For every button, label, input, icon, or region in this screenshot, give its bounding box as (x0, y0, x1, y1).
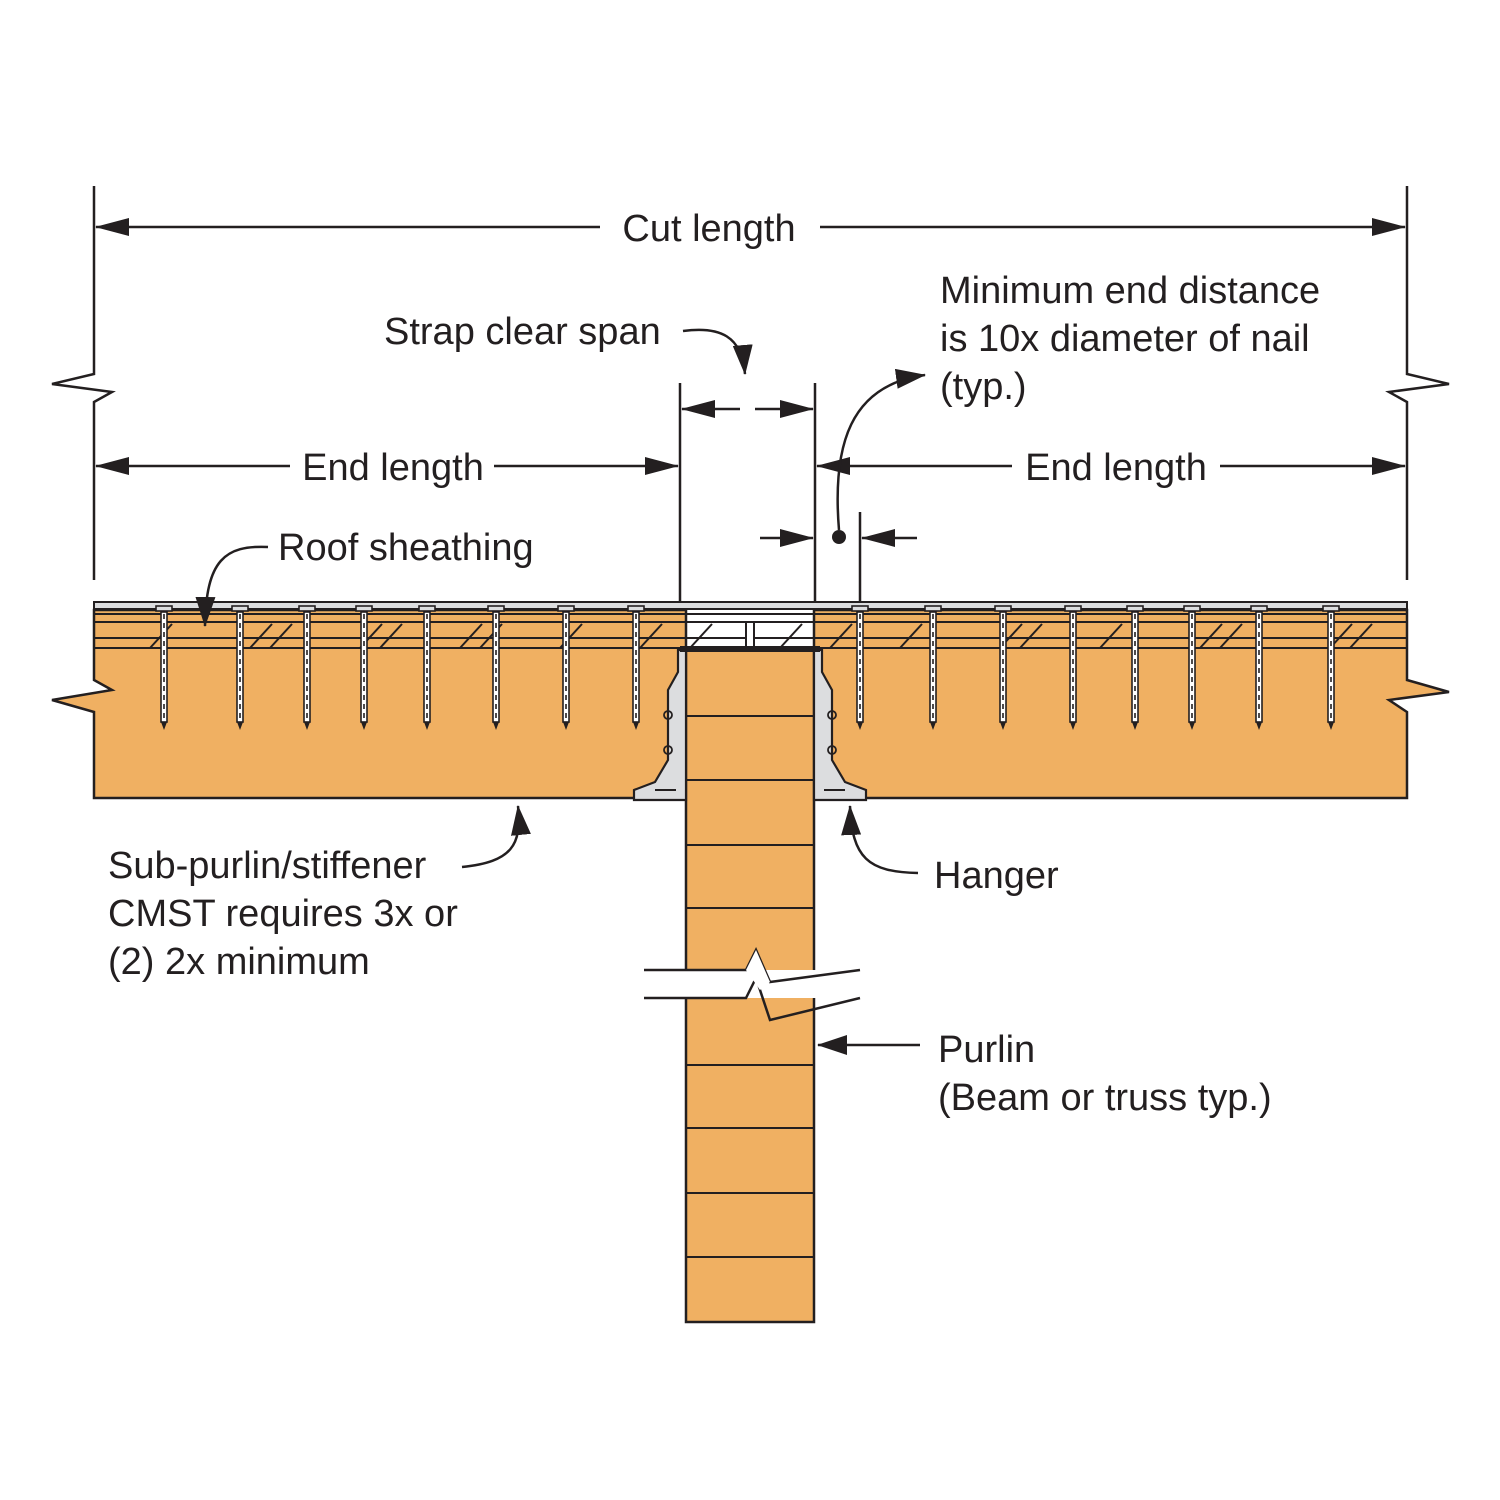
roof-sheathing-callout: Roof sheathing (195, 527, 534, 627)
nail-head (1250, 605, 1268, 612)
cut-length-dimension: Cut length (95, 208, 1406, 250)
nail-head (487, 605, 505, 612)
strap-clear-span-dimension: Strap clear span (384, 311, 814, 418)
hanger-label: Hanger (934, 855, 1059, 897)
strap-nails (155, 605, 1340, 730)
hatch-mark (779, 623, 803, 649)
hatch-mark (269, 623, 293, 649)
end-length-left-label: End length (302, 447, 484, 489)
min-end-distance-line-2: is 10x diameter of nail (940, 318, 1310, 360)
nail (487, 605, 505, 730)
nail-tip (161, 722, 167, 730)
nail-head (924, 605, 942, 612)
nail-tip (304, 722, 310, 730)
nail-head (627, 605, 645, 612)
nail-tip (493, 722, 499, 730)
nail-head (298, 605, 316, 612)
hatch-mark (1219, 623, 1243, 649)
nail-tip (1189, 722, 1195, 730)
nail-head (1322, 605, 1340, 612)
nail-tip (1000, 722, 1006, 730)
cmst-strap (93, 601, 1408, 610)
nail (1250, 605, 1268, 730)
nail-head (355, 605, 373, 612)
sub-purlin-label: Sub-purlin/stiffener CMST requires 3x or… (108, 845, 468, 983)
nail-tip (1132, 722, 1138, 730)
end-length-right-dimension: End length (816, 447, 1406, 489)
hatch-mark (249, 623, 273, 649)
sub-purlin-line-2: CMST requires 3x or (108, 893, 458, 935)
nail (231, 605, 249, 730)
sub-purlin-line-3: (2) 2x minimum (108, 941, 370, 983)
end-length-right-label: End length (1025, 447, 1207, 489)
nail-head (851, 605, 869, 612)
min-end-distance-label: Minimum end distance is 10x diameter of … (940, 270, 1331, 408)
nail-tip (424, 722, 430, 730)
purlin-line-1: Purlin (938, 1029, 1035, 1071)
nail (155, 605, 173, 730)
sub-purlin-callout: Sub-purlin/stiffener CMST requires 3x or… (108, 805, 531, 983)
cut-length-label: Cut length (622, 208, 795, 250)
nail (298, 605, 316, 730)
hatch-mark (379, 623, 403, 649)
nail (355, 605, 373, 730)
nail-tip (237, 722, 243, 730)
nail-head (994, 605, 1012, 612)
purlin-line-2: (Beam or truss typ.) (938, 1077, 1272, 1119)
nail (1322, 605, 1340, 730)
purlin-callout: Purlin (Beam or truss typ.) (817, 1029, 1272, 1119)
hatch-mark (459, 623, 483, 649)
extent-lines (51, 186, 1450, 602)
nail-tip (857, 722, 863, 730)
nail-tip (1256, 722, 1262, 730)
nail-tip (1328, 722, 1334, 730)
hatch-mark (639, 623, 663, 649)
nail (924, 605, 942, 730)
nail (627, 605, 645, 730)
nail-head (1183, 605, 1201, 612)
hatch-mark (1349, 623, 1373, 649)
nail-tip (361, 722, 367, 730)
nail (418, 605, 436, 730)
hanger-callout: Hanger (841, 805, 1059, 897)
nail-head (231, 605, 249, 612)
roof-sheathing-label: Roof sheathing (278, 527, 534, 569)
nail-tip (930, 722, 936, 730)
min-end-distance-line-3: (typ.) (940, 366, 1027, 408)
nail (1064, 605, 1082, 730)
nail (994, 605, 1012, 730)
nail (557, 605, 575, 730)
nail-head (155, 605, 173, 612)
strap-clear-span-label: Strap clear span (384, 311, 661, 353)
nail (851, 605, 869, 730)
hatch-mark (829, 623, 853, 649)
nail-tip (1070, 722, 1076, 730)
sub-purlin-line-1: Sub-purlin/stiffener (108, 845, 427, 887)
hanger-right (812, 648, 868, 802)
purlin-lamination-lines (686, 715, 814, 1258)
min-end-distance-line-1: Minimum end distance (940, 270, 1320, 312)
hatch-mark (1199, 623, 1223, 649)
nail-head (557, 605, 575, 612)
purlin-label: Purlin (Beam or truss typ.) (938, 1029, 1272, 1119)
nail (1126, 605, 1144, 730)
hanger-left (632, 648, 688, 802)
nail-tip (563, 722, 569, 730)
min-end-distance-callout: Minimum end distance is 10x diameter of … (760, 270, 1331, 547)
nail-tip (633, 722, 639, 730)
purlin (644, 648, 861, 1324)
end-length-left-dimension: End length (95, 447, 679, 489)
hatch-mark (1099, 623, 1123, 649)
nail-head (418, 605, 436, 612)
hatch-mark (689, 623, 713, 649)
hatch-mark (1019, 623, 1043, 649)
nail-head (1126, 605, 1144, 612)
nail-head (1064, 605, 1082, 612)
hatch-mark (899, 623, 923, 649)
nail (1183, 605, 1201, 730)
